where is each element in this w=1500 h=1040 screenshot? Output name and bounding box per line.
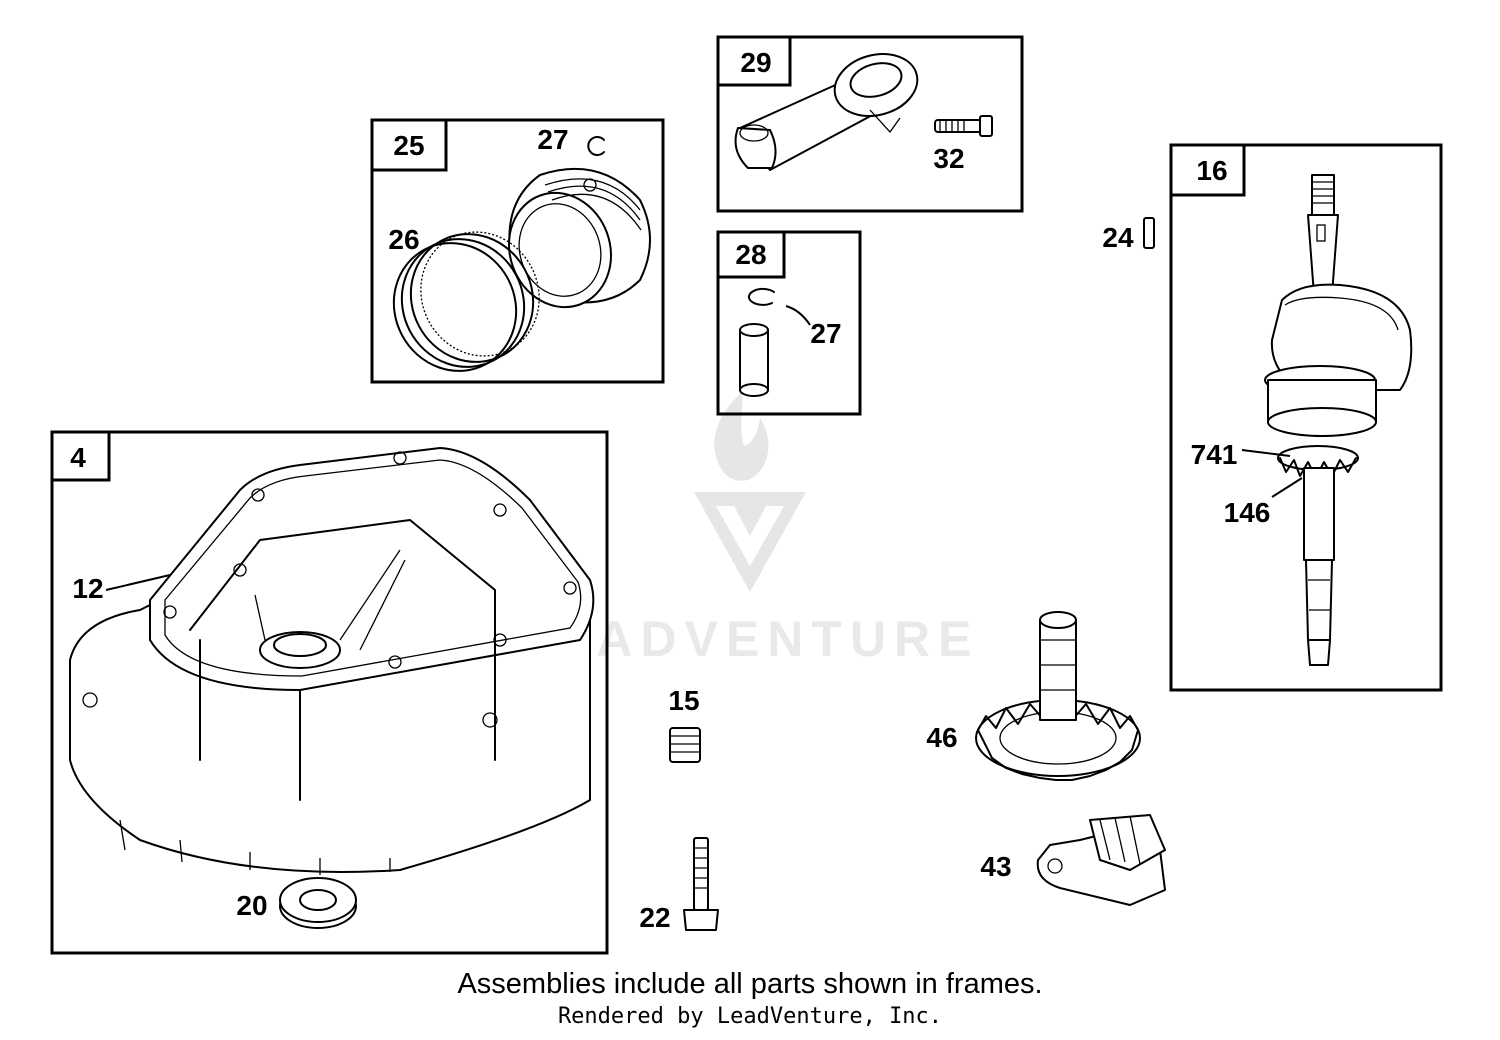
- callout-27-piston: 27: [537, 124, 568, 155]
- snap-ring-part-27[interactable]: [587, 136, 605, 156]
- callout-32: 32: [933, 143, 964, 174]
- piston-rings-part-26[interactable]: [372, 211, 561, 392]
- pin-retainer-part-27[interactable]: [748, 287, 775, 306]
- watermark-text: LEADVENTURE: [516, 611, 979, 667]
- callout-20: 20: [236, 890, 267, 921]
- footer-credit: Rendered by LeadVenture, Inc.: [557, 1004, 943, 1029]
- callout-26: 26: [388, 224, 419, 255]
- callout-146: 146: [1224, 497, 1271, 528]
- governor-part-43[interactable]: 43: [980, 814, 1166, 906]
- frame-25-label: 25: [393, 130, 424, 161]
- frame-29-label: 29: [740, 47, 771, 78]
- crankshaft-part[interactable]: [1264, 174, 1413, 666]
- footer-caption: Assemblies include all parts shown in fr…: [457, 968, 1043, 1000]
- rod-bolt-part-32[interactable]: [934, 115, 993, 137]
- frame-29-connecting-rod[interactable]: 29 32: [716, 35, 1024, 213]
- key-part-24[interactable]: 24: [1102, 217, 1155, 253]
- oil-seal-part-20[interactable]: [279, 877, 357, 929]
- frame-16-label: 16: [1196, 155, 1227, 186]
- frame-25-piston-assembly[interactable]: 25 27 26: [370, 118, 665, 393]
- connecting-rod-part[interactable]: [734, 45, 925, 171]
- camshaft-part-46[interactable]: 46: [926, 611, 1141, 781]
- watermark-logo: LEADVENTURE: [516, 392, 979, 667]
- crankcase-sump-part[interactable]: [69, 447, 595, 875]
- callout-46: 46: [926, 722, 957, 753]
- frame-4-crankcase[interactable]: 4: [50, 430, 609, 955]
- callout-27-pin: 27: [810, 318, 841, 349]
- callout-741: 741: [1191, 439, 1238, 470]
- callout-12: 12: [72, 573, 103, 604]
- frame-16-crankshaft[interactable]: 16 741 146: [1169, 143, 1443, 692]
- callout-43: 43: [980, 851, 1011, 882]
- bolt-part-22[interactable]: 22: [639, 837, 719, 933]
- callout-15: 15: [668, 685, 699, 716]
- callout-22: 22: [639, 902, 670, 933]
- piston-part-26[interactable]: [493, 167, 651, 322]
- callout-24: 24: [1102, 222, 1134, 253]
- piston-pin-part[interactable]: [739, 323, 769, 397]
- frame-4-label: 4: [70, 442, 86, 473]
- frame-28-label: 28: [735, 239, 766, 270]
- frame-28-piston-pin[interactable]: 28 27: [716, 230, 862, 416]
- oil-plug-part-15[interactable]: 15: [668, 685, 701, 763]
